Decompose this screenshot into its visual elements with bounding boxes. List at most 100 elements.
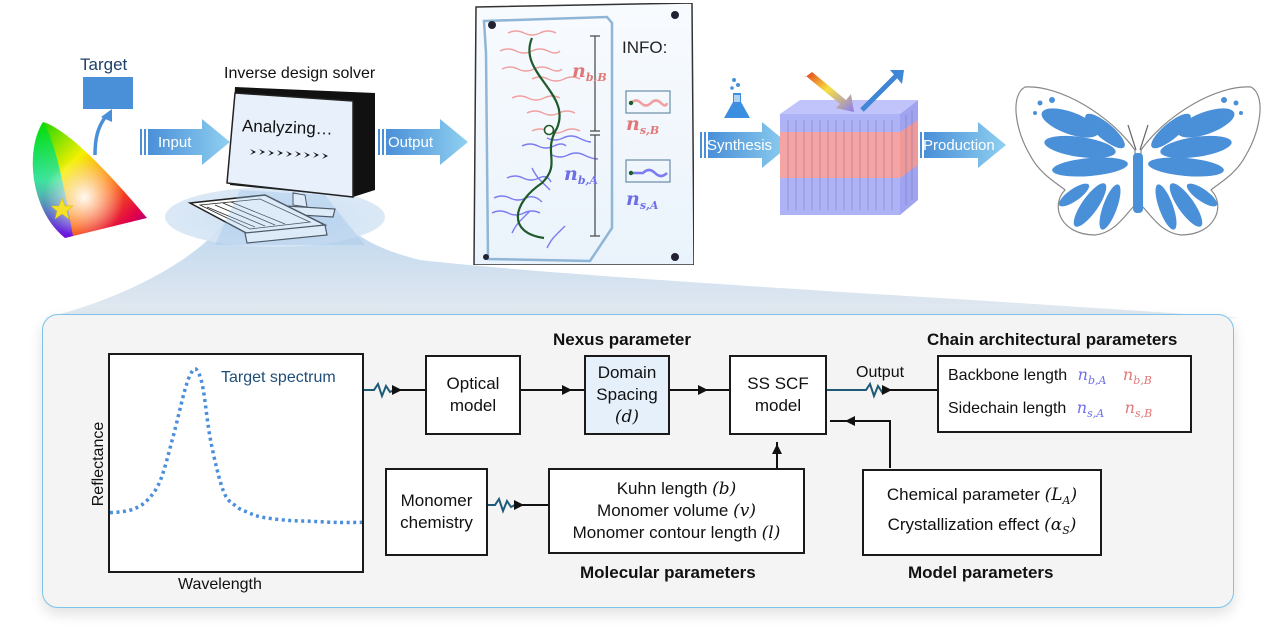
crystallization-effect-row: Crystallization effect (αS) [888,513,1077,543]
n-b-A-label: nb,A [564,163,598,187]
target-color-swatch [83,77,133,109]
chemical-parameter-row: Chemical parameter (LA) [887,483,1077,513]
subscript: b,B [1133,374,1152,387]
crystallization-effect-label: Crystallization effect [887,514,1045,534]
subscript: s,B [1134,407,1153,420]
n-symbol: n [572,60,586,82]
subscript: S [1062,523,1070,537]
ss-scf-model-box: SS SCF model [729,355,827,435]
n-s-A-label: ns,A [626,188,658,212]
output-flow-arrow [378,119,468,165]
star-icon [50,197,74,220]
chemical-parameter-symbol: (L [1044,484,1063,505]
subscript: b,A [577,174,598,187]
subscript: b,B [585,71,607,84]
arrowhead [698,385,708,395]
kuhn-length-label: Kuhn length [616,479,713,498]
n-symbol: n [1076,398,1088,417]
optical-model-line2: model [449,396,497,415]
scf-model-line1: SS SCF [747,374,809,393]
chart-xlabel: Wavelength [178,576,262,593]
monomer-volume-symbol: (v) [733,501,756,521]
closing-paren: ) [1069,514,1077,535]
n-symbol: n [1077,365,1088,384]
synthesis-label: Synthesis [707,137,773,154]
n-s-A-symbol: ns,A [1076,398,1105,420]
sidechain-length-label: Sidechain length [948,400,1067,417]
flask-icon [724,78,750,118]
n-b-B-symbol: nb,B [1123,365,1152,387]
kuhn-length-symbol: (b) [712,479,737,499]
monomer-line2: chemistry [400,513,473,532]
input-label: Input [158,134,192,151]
synthesis-flow-arrow [700,122,790,168]
n-symbol: n [1124,398,1135,417]
domain-spacing-line1: Domain [597,363,657,382]
chain-parameters-box: Backbone length nb,A nb,B Sidechain leng… [937,355,1192,433]
contour-length-label: Monomer contour length [572,523,762,542]
info-panel [473,3,694,265]
kuhn-length-row: Kuhn length (b) [617,478,737,500]
molecular-parameters-box: Kuhn length (b) Monomer volume (v) Monom… [548,468,805,554]
computer-icon [187,87,375,245]
subscript: s,B [639,124,660,137]
chemical-parameter-label: Chemical parameter [886,484,1045,504]
butterfly-icon [1015,86,1261,236]
nexus-parameter-title: Nexus parameter [553,330,691,349]
curved-arrow-icon [93,109,112,156]
spectrum-chart [110,367,362,525]
contour-length-symbol: (l) [761,523,781,543]
output-connector-label: Output [856,364,905,381]
spectrum-chart-frame [108,353,364,573]
backbone-length-label: Backbone length [948,367,1068,384]
target-spectrum-line [110,367,362,525]
n-symbol: n [626,113,640,135]
chart-ylabel: Reflectance [90,421,107,507]
arrowhead [882,385,892,395]
monomer-volume-label: Monomer volume [597,501,734,520]
closing-paren: ) [1070,484,1078,505]
monomer-volume-row: Monomer volume (v) [597,500,756,522]
arrowhead [845,416,855,426]
solver-title: Inverse design solver [224,65,376,82]
scf-model-line2: model [754,396,802,415]
n-s-B-symbol: ns,B [1124,398,1153,420]
sidechain-length-row: Sidechain length ns,A ns,B [948,394,1152,427]
n-b-A-symbol: nb,A [1077,365,1107,387]
layered-film-icon [780,70,918,215]
n-symbol: n [626,188,640,210]
backbone-length-row: Backbone length nb,A nb,B [948,361,1152,394]
domain-spacing-line2: Spacing [596,385,658,404]
subscript: b,A [1087,374,1107,387]
domain-spacing-symbol: (d) [614,407,640,427]
chart-legend-target-spectrum: Target spectrum [221,369,336,386]
molecular-parameters-title: Molecular parameters [580,563,756,582]
input-flow-arrow [140,119,230,165]
arrowhead [772,444,782,454]
production-label: Production [923,137,995,154]
arrowhead [392,385,402,395]
domain-spacing-box: Domain Spacing (d) [584,355,670,435]
subscript: A [1062,493,1071,507]
arrowhead [514,500,524,510]
n-symbol: n [564,163,578,185]
contour-length-row: Monomer contour length (l) [573,522,781,544]
target-label: Target [80,55,128,74]
output-label: Output [388,134,434,151]
subscript: s,A [1087,407,1105,420]
monomer-chemistry-box: Monomer chemistry [385,468,488,556]
model-parameters-box: Chemical parameter (LA) Crystallization … [862,469,1102,556]
chromaticity-diagram-icon [32,122,147,238]
optical-model-line1: Optical [446,374,500,393]
subscript: s,A [639,199,659,212]
chain-parameters-title: Chain architectural parameters [927,330,1178,349]
arrowhead [562,385,572,395]
optical-model-box: Optical model [425,355,521,435]
model-parameters-title: Model parameters [908,563,1054,582]
n-s-B-label: ns,B [626,113,659,137]
crystallization-effect-symbol: (α [1044,514,1063,535]
info-title: INFO: [622,38,668,57]
monomer-line1: Monomer [400,491,473,510]
progress-chevrons [250,149,328,159]
n-b-B-label: nb,B [572,60,607,84]
